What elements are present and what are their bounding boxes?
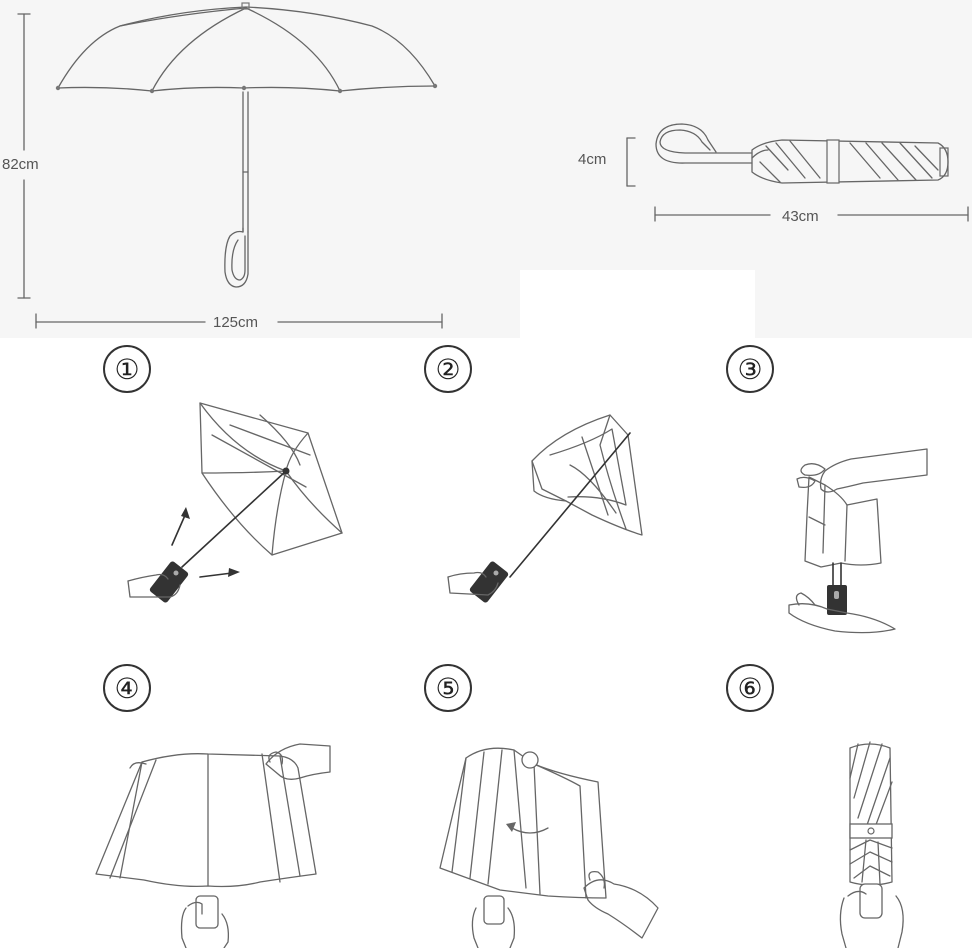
open-width-label: 125cm (213, 314, 259, 331)
folded-umbrella-panel (520, 0, 972, 270)
step-1-illustration (127, 402, 343, 603)
step-5-illustration (439, 747, 659, 948)
step-6-illustration (839, 741, 904, 948)
step-3-illustration (788, 448, 928, 634)
step-3-number: ③ (726, 345, 774, 393)
panel-strip (755, 270, 972, 338)
step-2-number: ② (424, 345, 472, 393)
step-6-number: ⑥ (726, 664, 774, 712)
step-1-number: ① (103, 345, 151, 393)
step-4-number: ④ (103, 664, 151, 712)
open-height-label: 82cm (2, 156, 39, 173)
step-5-number: ⑤ (424, 664, 472, 712)
open-umbrella-panel (0, 0, 520, 338)
step-4-illustration (95, 743, 331, 948)
folded-diameter-label: 4cm (578, 151, 607, 168)
folded-umbrella-drawing (626, 123, 969, 222)
folded-length-label: 43cm (782, 208, 819, 225)
step-2-illustration (447, 414, 643, 603)
open-umbrella-drawing (17, 2, 443, 329)
